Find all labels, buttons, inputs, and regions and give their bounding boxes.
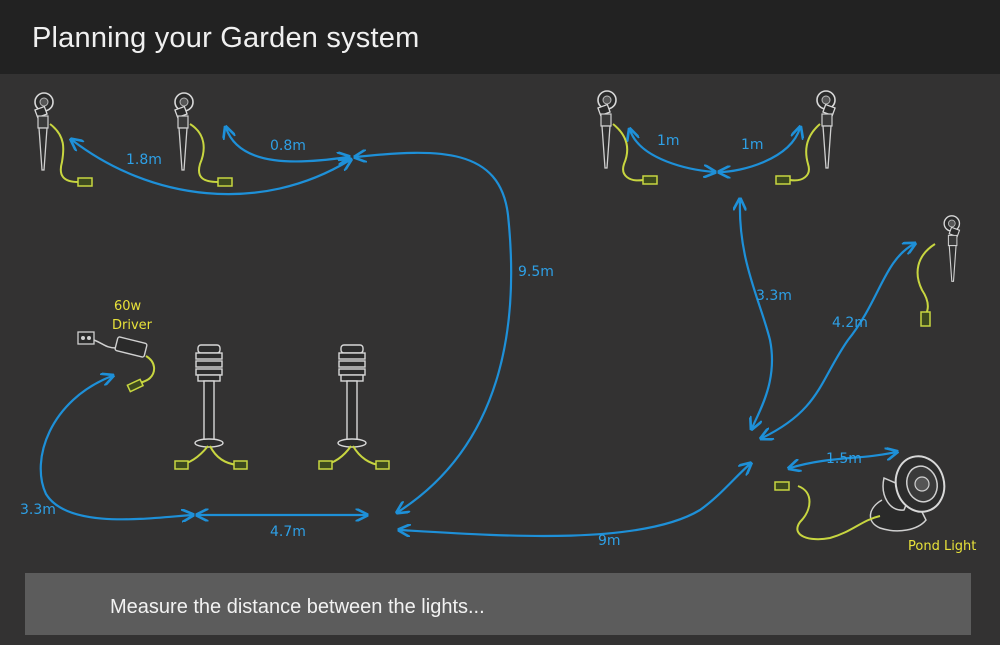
page-title: Planning your Garden system (32, 22, 420, 54)
spike-light-1 (34, 92, 54, 171)
arrow-3-3m-right (740, 200, 774, 428)
distance-label: 9m (598, 533, 621, 549)
spike-light-3 (597, 90, 617, 169)
bollard-light-2 (337, 344, 367, 448)
arrow-9m (400, 464, 750, 536)
arrow-1m-right (720, 128, 800, 172)
cable (189, 123, 219, 183)
distance-label: 4.2m (832, 315, 868, 331)
spike-light-2 (174, 92, 194, 171)
driver (77, 331, 156, 393)
spike-light-4 (816, 90, 836, 169)
spike-light-5 (943, 215, 961, 282)
distance-label: 3.3m (756, 288, 792, 304)
pond-light-label: Pond Light (908, 539, 976, 554)
arrow-4-2m (762, 244, 914, 438)
distance-label: 9.5m (518, 264, 554, 280)
distance-label: 4.7m (270, 524, 306, 540)
arrow-1-8m (72, 140, 350, 196)
footer-instruction: Measure the distance between the lights.… (110, 596, 485, 618)
garden-diagram: 60w Driver Pond Light 1.8m 0.8m 9 (20, 90, 976, 554)
arrow-9-5m (356, 153, 513, 512)
arrow-0-8m (226, 128, 348, 161)
arrow-3-3m-left (39, 376, 192, 519)
footer-bar (25, 573, 971, 635)
measurement-arrows (39, 128, 914, 536)
driver-label-line2: Driver (112, 318, 153, 333)
pond-light (774, 455, 946, 541)
distance-label: 0.8m (270, 138, 306, 154)
connector (77, 177, 93, 187)
header-bar (0, 0, 1000, 74)
connector (217, 177, 233, 187)
driver-label-line1: 60w (114, 299, 142, 314)
arrow-1-5m (790, 452, 896, 468)
distance-label: 1.5m (826, 451, 862, 467)
header-accent (0, 58, 8, 74)
distance-label: 1.8m (126, 152, 162, 168)
bollard-light-1 (194, 344, 224, 448)
distance-label: 3.3m (20, 502, 56, 518)
arrow-1m-left (630, 130, 714, 172)
distance-label: 1m (741, 137, 764, 153)
distance-label: 1m (657, 133, 680, 149)
cable (49, 123, 79, 183)
